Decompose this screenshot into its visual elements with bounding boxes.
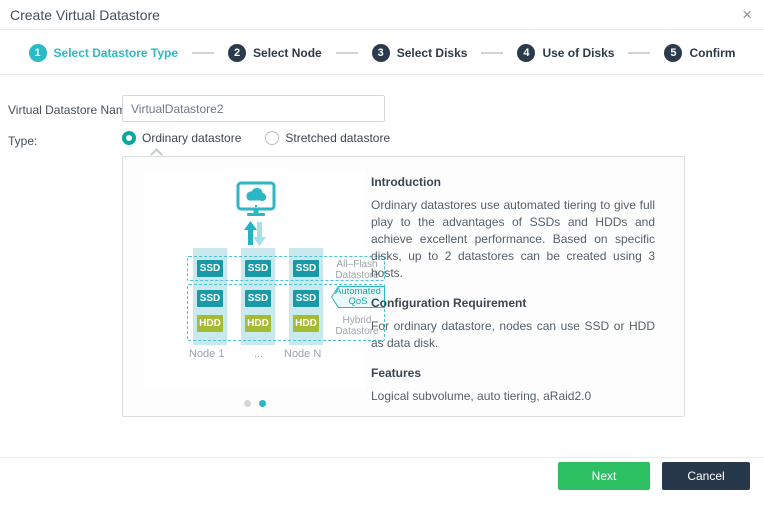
step-number-badge: 4 [517,43,536,62]
ssd-tile: SSD [197,290,223,307]
step-label: Select Disks [396,45,468,60]
hybrid-datastore-group [187,284,385,341]
step-confirm[interactable]: 5 Confirm [664,43,736,62]
step-separator [628,51,651,54]
ordinary-datastore-diagram: SSD SSD SSD SSD SSD SSD HDD HDD HDD All–… [144,170,385,390]
ssd-tile: SSD [293,290,319,307]
datastore-type-info-panel: SSD SSD SSD SSD SSD SSD HDD HDD HDD All–… [122,156,685,417]
step-use-of-disks[interactable]: 4 Use of Disks [517,43,615,62]
carousel-dot-active[interactable] [259,400,266,407]
radio-stretched-datastore[interactable]: Stretched datastore [265,131,390,145]
ssd-tile: SSD [245,260,271,277]
step-label: Select Node [253,45,322,60]
step-select-node[interactable]: 2 Select Node [228,43,322,62]
radio-selected-icon [122,131,136,145]
radio-label: Ordinary datastore [142,131,242,145]
hdd-tile: HDD [293,315,319,332]
datastore-name-input[interactable] [122,95,385,122]
type-radio-group: Ordinary datastore Stretched datastore [122,131,390,145]
radio-ordinary-datastore[interactable]: Ordinary datastore [122,131,241,145]
cancel-button[interactable]: Cancel [662,462,750,490]
configuration-requirement-text: For ordinary datastore, nodes can use SS… [371,319,655,350]
step-separator [481,51,504,54]
step-label: Use of Disks [542,45,615,60]
datastore-description: Introduction Ordinary datastores use aut… [371,175,655,405]
hybrid-datastore-label: Hybrid Datastore [335,315,379,337]
dialog-title: Create Virtual Datastore [10,7,160,23]
all-flash-datastore-group [187,256,385,281]
node-last-label: Node N [284,348,322,360]
carousel-dots [144,400,366,407]
step-number-badge: 1 [28,43,47,62]
step-select-datastore-type[interactable]: 1 Select Datastore Type [28,43,179,62]
step-label: Confirm [689,45,736,60]
step-separator [192,51,215,54]
dialog-header: Create Virtual Datastore × [0,0,764,30]
hdd-tile: HDD [245,315,271,332]
ssd-tile: SSD [293,260,319,277]
node-first-label: Node 1 [189,348,225,360]
step-wizard: 1 Select Datastore Type 2 Select Node 3 … [0,31,764,75]
datastore-name-label: Virtual Datastore Name: [8,103,136,117]
step-number-badge: 5 [664,43,683,62]
step-number-badge: 3 [371,43,390,62]
step-number-badge: 2 [228,43,247,62]
all-flash-datastore-label: All–Flash Datastore [335,259,379,281]
next-button[interactable]: Next [558,462,650,490]
carousel-dot[interactable] [244,400,251,407]
automated-qos-tag: Automated QoS [331,286,385,308]
ssd-tile: SSD [245,290,271,307]
radio-label: Stretched datastore [285,131,391,145]
step-separator [335,51,358,54]
features-heading: Features [371,366,422,380]
node-ellipsis-label: ... [254,348,264,360]
configuration-requirement-heading: Configuration Requirement [371,296,527,310]
type-label: Type: [8,134,38,148]
close-icon[interactable]: × [742,5,752,24]
features-text: Logical subvolume, auto tiering, aRaid2.… [371,389,592,403]
radio-unselected-icon [265,131,280,145]
hdd-tile: HDD [197,315,223,332]
introduction-text: Ordinary datastores use automated tierin… [371,198,655,280]
cloud-monitor-icon [218,181,294,252]
footer-divider [0,457,764,458]
introduction-heading: Introduction [371,175,441,189]
step-select-disks[interactable]: 3 Select Disks [371,43,468,62]
ssd-tile: SSD [197,260,223,277]
step-label: Select Datastore Type [53,45,179,60]
